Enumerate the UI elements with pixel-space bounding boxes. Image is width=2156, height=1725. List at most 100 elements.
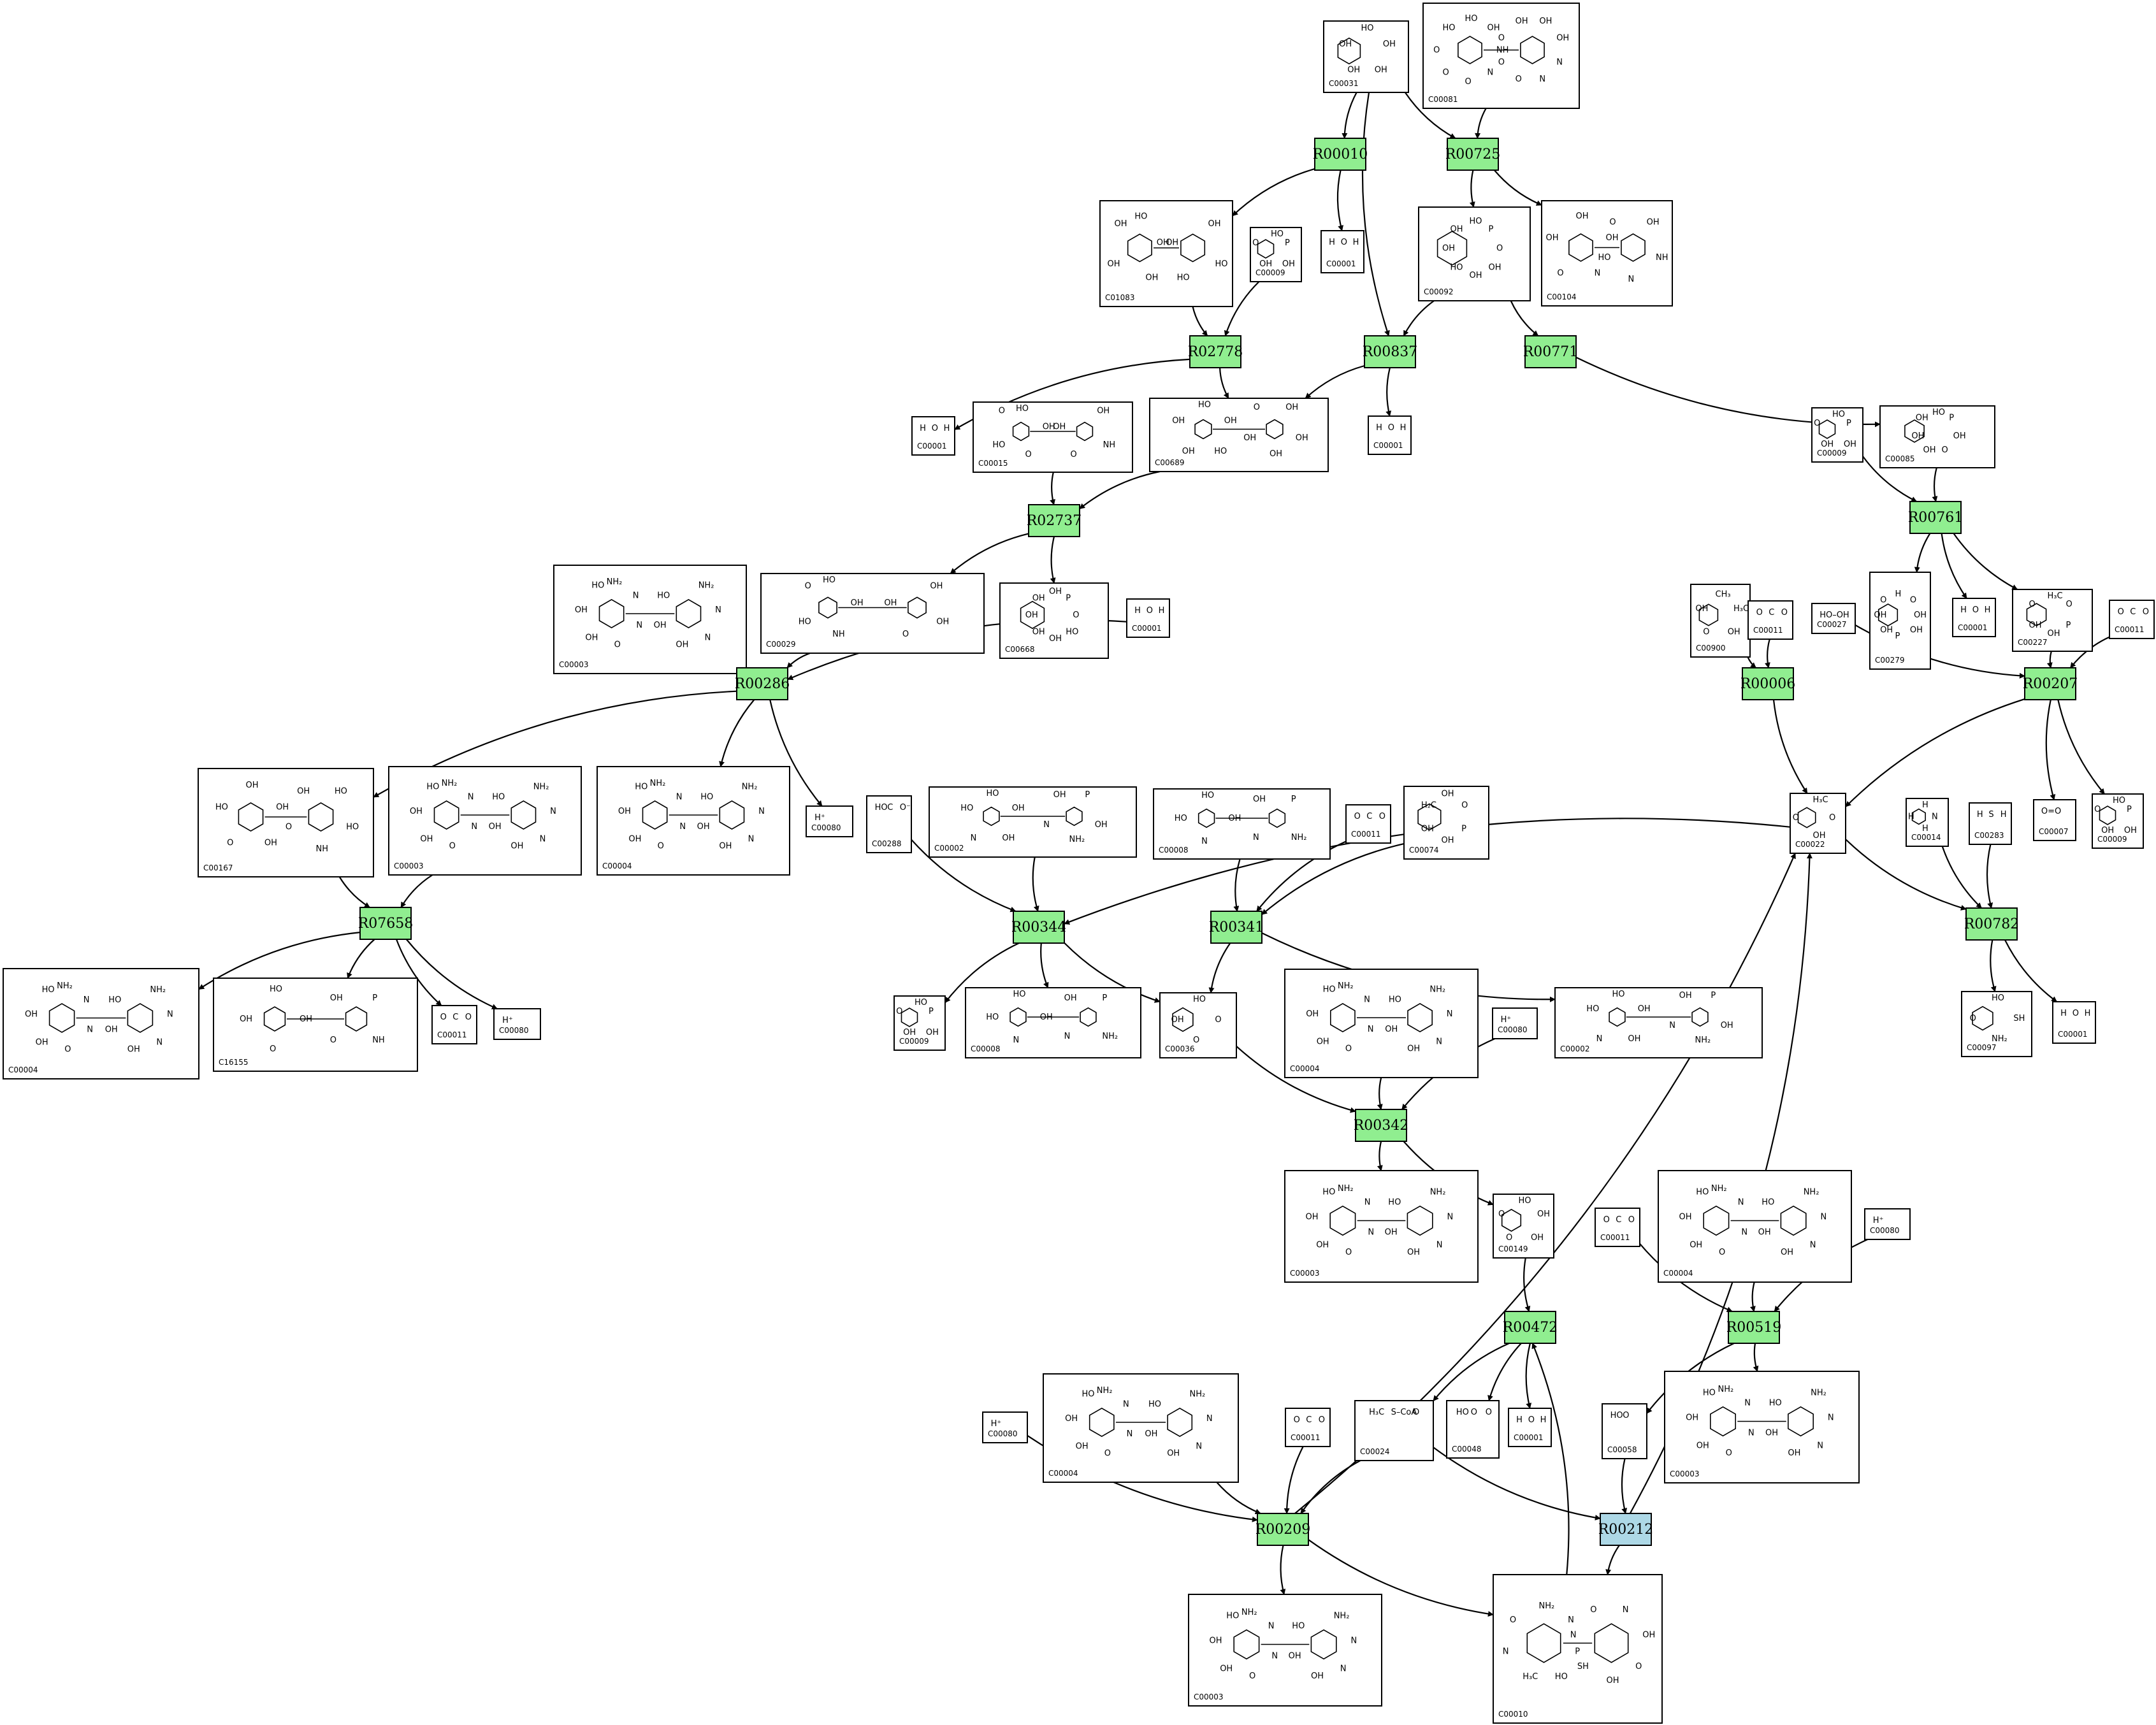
atom-label: N — [1268, 1622, 1275, 1631]
reaction-r07658[interactable]: R07658 — [358, 907, 414, 940]
atom-label: O — [1388, 423, 1394, 433]
reaction-r00519[interactable]: R00519 — [1726, 1311, 1782, 1344]
atom-label: HO — [1610, 1411, 1623, 1420]
structure-ring — [1788, 1406, 1814, 1437]
reaction-r00212[interactable]: R00212 — [1598, 1513, 1654, 1546]
reaction-r02778[interactable]: R02778 — [1188, 335, 1243, 368]
atom-label: NH₂ — [742, 783, 758, 792]
atom-label: OH — [903, 1028, 916, 1037]
compound-box — [1879, 405, 1995, 468]
edge-C00011_e-R00519 — [1639, 1243, 1733, 1313]
reaction-r00472[interactable]: R00472 — [1503, 1311, 1558, 1344]
reaction-r00344[interactable]: R00344 — [1011, 911, 1067, 944]
reaction-r00209[interactable]: R00209 — [1255, 1513, 1311, 1546]
atom-label: P — [1949, 414, 1954, 423]
reaction-r00207[interactable]: R00207 — [2023, 667, 2078, 700]
reaction-r00725[interactable]: R00725 — [1445, 138, 1501, 171]
reaction-r00010[interactable]: R00010 — [1313, 138, 1368, 171]
reaction-r02737[interactable]: R02737 — [1027, 504, 1082, 537]
atom-label: H — [1922, 824, 1928, 834]
reaction-r00761[interactable]: R00761 — [1908, 501, 1964, 534]
edge-C00900-R00006 — [1747, 656, 1756, 668]
atom-label: O — [1498, 57, 1505, 67]
reaction-r00342[interactable]: R00342 — [1354, 1109, 1409, 1142]
atom-label: O — [999, 407, 1005, 416]
reaction-r00782[interactable]: R00782 — [1964, 907, 2020, 941]
reaction-r00341[interactable]: R00341 — [1209, 911, 1264, 944]
reaction-r00006[interactable]: R00006 — [1740, 667, 1796, 700]
atom-label: OH — [719, 842, 732, 851]
structure-ring — [1167, 1407, 1193, 1438]
atom-label: N — [1568, 1615, 1574, 1625]
reaction-r00286[interactable]: R00286 — [735, 667, 790, 700]
reaction-r00771[interactable]: R00771 — [1523, 335, 1579, 368]
reaction-r00837[interactable]: R00837 — [1363, 335, 1418, 368]
